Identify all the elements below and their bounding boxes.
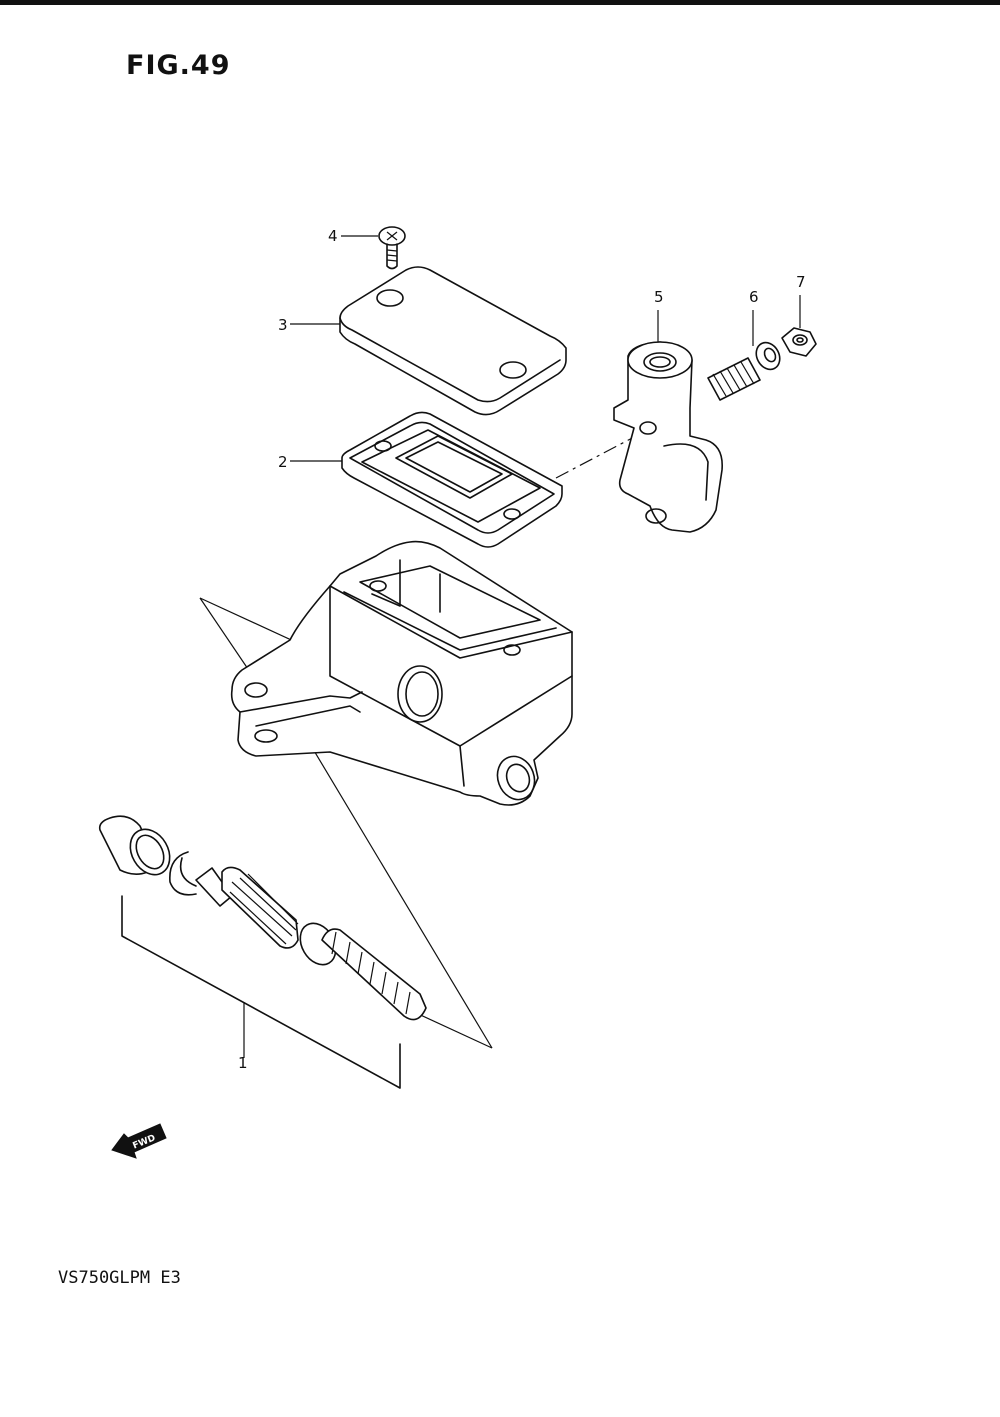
callout-5-label: 5 [654, 288, 664, 306]
top-border [0, 0, 1000, 5]
callout-6-label: 6 [749, 288, 759, 306]
cap-nut-part [781, 327, 817, 357]
reservoir-cap-part [339, 266, 567, 416]
fwd-arrow-icon: FWD [111, 1123, 167, 1159]
model-code: VS750GLPM E3 [58, 1268, 181, 1288]
callout-2-label: 2 [278, 453, 288, 471]
figure-title: FIG.49 [126, 50, 231, 81]
master-cylinder-body [230, 540, 573, 806]
callout-7-label: 7 [796, 273, 806, 291]
callout-3-label: 3 [278, 316, 288, 334]
clamp-bolt-part [707, 341, 781, 401]
holder-clamp-part [613, 341, 723, 533]
callout-4-label: 4 [328, 227, 338, 245]
assembly-1-bracket [121, 895, 401, 1089]
diaphragm-gasket-part [341, 411, 563, 548]
callout-1-label: 1 [238, 1054, 248, 1072]
piston-kit [98, 815, 427, 1021]
cap-screw-part [378, 226, 406, 270]
